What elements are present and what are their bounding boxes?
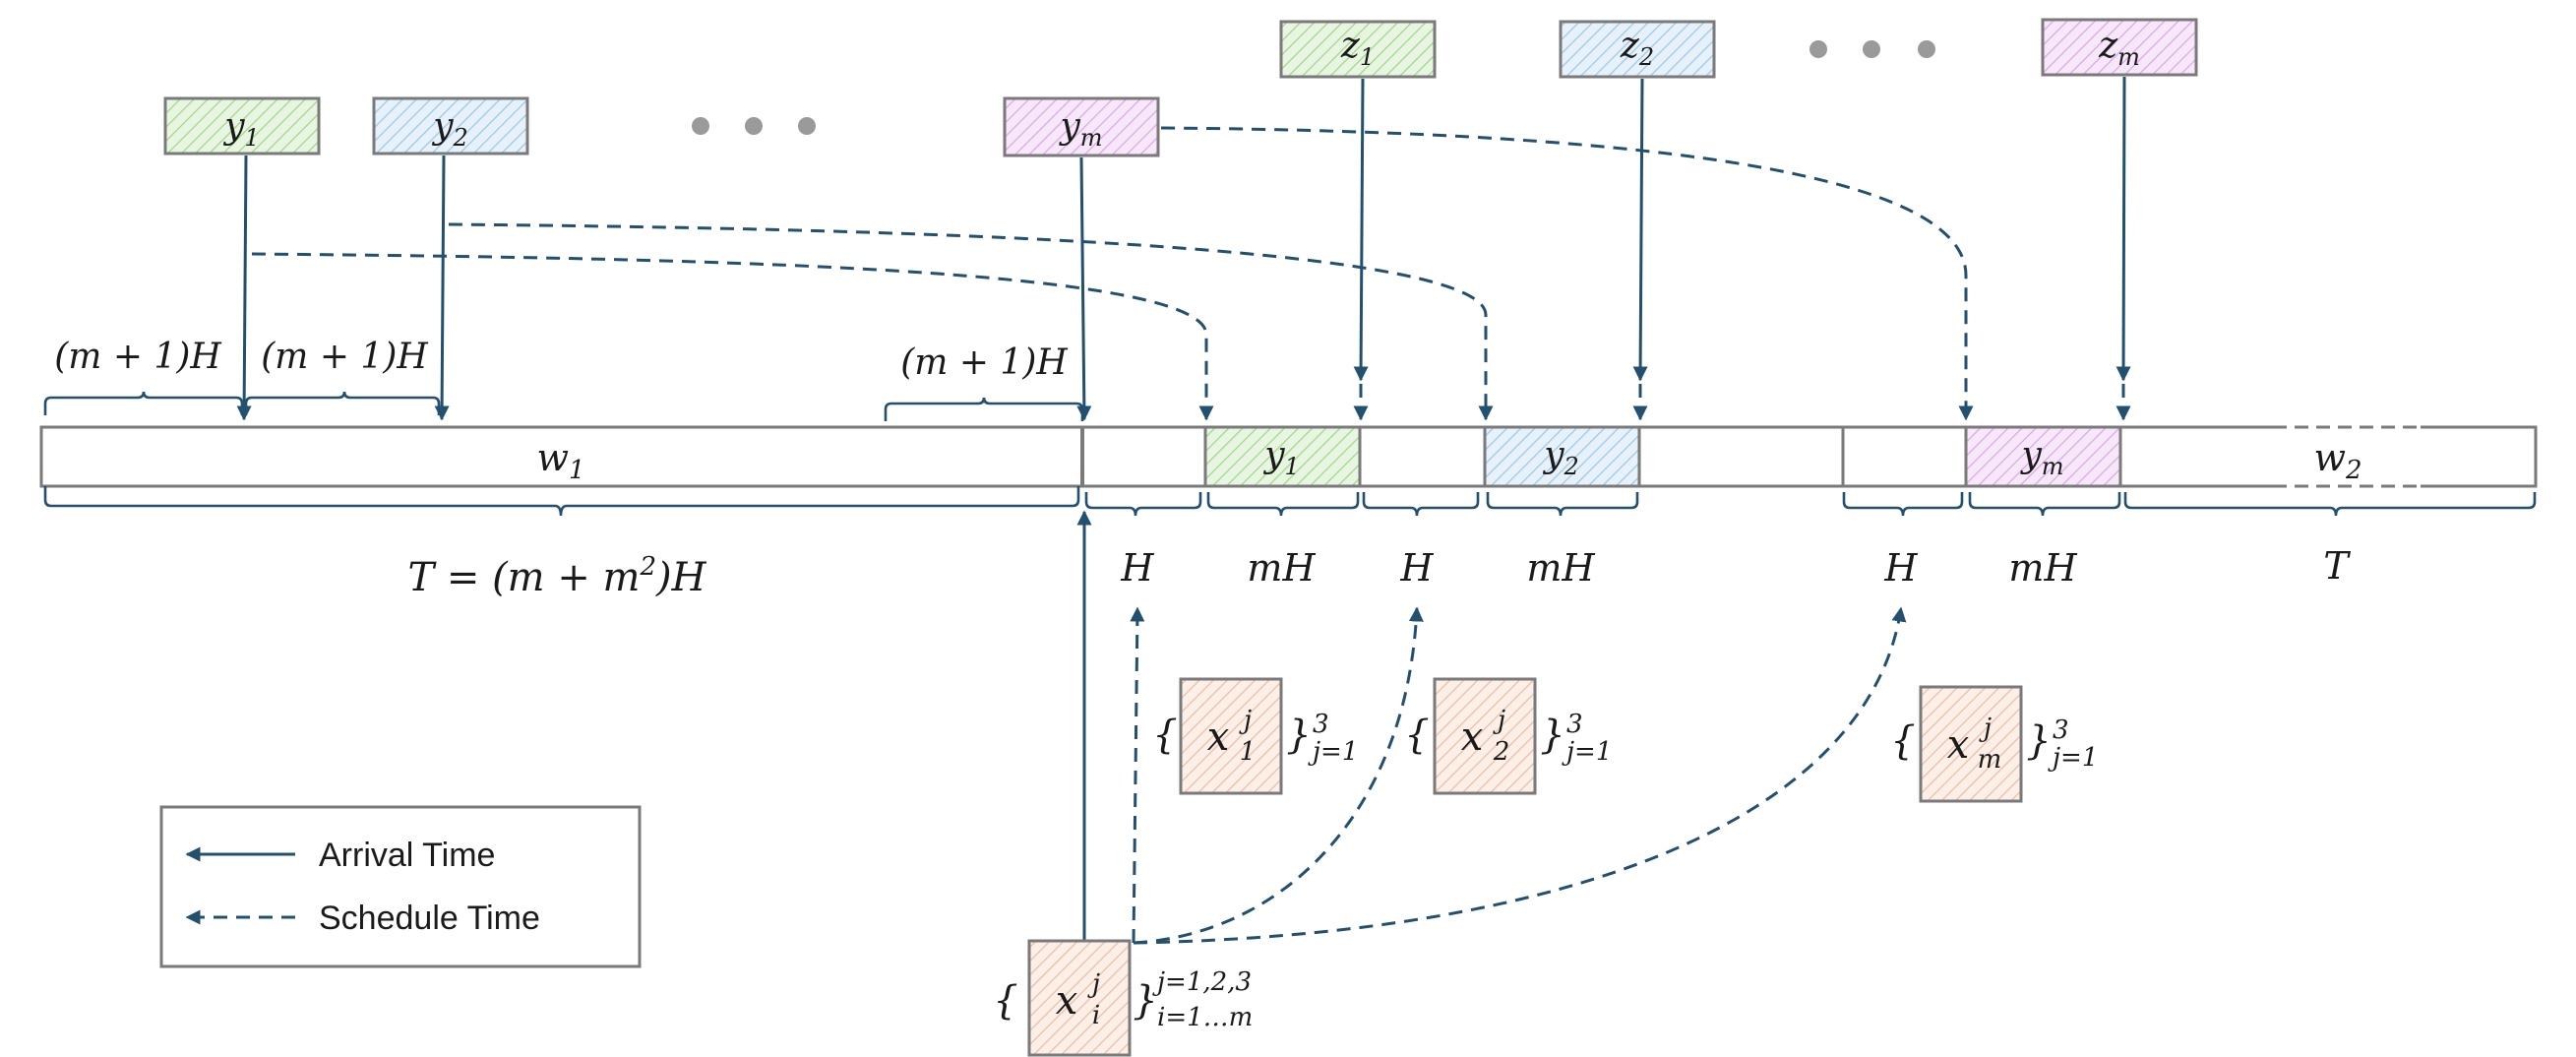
schedule-arrows	[251, 126, 2131, 945]
svg-text:x: x	[1207, 715, 1230, 760]
slot-y1	[1203, 425, 1362, 488]
legend-arrival-label: Arrival Time	[319, 837, 495, 874]
label-slot-ym: ym	[2019, 435, 2063, 480]
svg-text:z1: z1	[1340, 26, 1375, 71]
x-group-1: { x j 1 } 3 j=1	[1152, 677, 1358, 795]
svg-text:ym: ym	[1058, 106, 1102, 152]
svg-text:i: i	[1092, 1001, 1100, 1030]
timeline-bar	[39, 424, 2538, 489]
box-z1: z1	[1279, 20, 1437, 79]
label-slot-y1: y1	[1262, 435, 1300, 480]
svg-text:}: }	[2026, 718, 2051, 764]
box-y1: y1	[163, 96, 321, 155]
svg-text:2: 2	[1493, 737, 1510, 767]
label-w2: w2	[2313, 436, 2361, 485]
svg-text:{: {	[1152, 713, 1177, 758]
svg-text:j=1,2,3: j=1,2,3	[1152, 967, 1252, 997]
slot-ym	[1964, 425, 2122, 488]
svg-text:z2: z2	[1620, 26, 1654, 71]
gap-brace-3: (m + 1)H	[884, 342, 1084, 421]
svg-text:{: {	[1890, 718, 1915, 764]
label-H-1: H	[1120, 546, 1154, 590]
gap-label-2: (m + 1)H	[261, 337, 428, 377]
svg-text:{: {	[993, 978, 1017, 1024]
label-H-3: H	[1883, 546, 1918, 590]
svg-text:x: x	[1461, 715, 1484, 760]
gap-brace-2: (m + 1)H	[244, 337, 441, 415]
label-T-formula: T = (m + m2)H	[407, 552, 706, 600]
label-mH-2: mH	[1526, 546, 1595, 590]
gap-label-1: (m + 1)H	[54, 337, 221, 377]
ellipsis-dots-y	[692, 117, 816, 135]
svg-text:3: 3	[1313, 710, 1329, 739]
box-ym: ym	[1003, 96, 1160, 157]
label-mH-1: mH	[1247, 546, 1316, 590]
svg-text:zm: zm	[2098, 26, 2140, 71]
svg-text:j=1: j=1	[2048, 743, 2098, 773]
gap-label-3: (m + 1)H	[900, 342, 1068, 383]
svg-text:y1: y1	[222, 106, 260, 152]
svg-text:y2: y2	[431, 106, 468, 152]
label-slot-y2: y2	[1542, 435, 1579, 480]
svg-text:3: 3	[1566, 710, 1583, 739]
svg-text:i=1…m: i=1…m	[1157, 1003, 1253, 1032]
x-group-all: { x j i } j=1,2,3 i=1…m	[993, 939, 1253, 1057]
box-y2: y2	[372, 96, 529, 155]
x-group-2: { x j 2 } 3 j=1	[1404, 677, 1612, 795]
svg-text:j=1: j=1	[1308, 737, 1358, 767]
box-zm: zm	[2041, 18, 2198, 77]
svg-text:j=1: j=1	[1562, 737, 1612, 767]
label-H-2: H	[1399, 546, 1434, 590]
x-group-m: { x j m } 3 j=1	[1890, 685, 2098, 803]
arrival-arrows	[236, 76, 2131, 945]
svg-text:}: }	[1540, 713, 1564, 758]
svg-text:x: x	[1947, 722, 1970, 768]
slot-idle-m	[1841, 425, 1968, 488]
svg-text:x: x	[1056, 978, 1078, 1024]
slot-y2	[1483, 425, 1641, 488]
legend-schedule-label: Schedule Time	[319, 900, 540, 937]
label-mH-3: mH	[2008, 546, 2077, 590]
ellipsis-dots-z	[1809, 40, 1935, 58]
svg-text:3: 3	[2053, 715, 2069, 745]
label-T: T	[2323, 544, 2351, 588]
box-z2: z2	[1559, 20, 1716, 79]
svg-text:1: 1	[1240, 737, 1257, 767]
svg-text:m: m	[1978, 745, 2002, 775]
svg-text:}: }	[1286, 713, 1311, 758]
svg-text:{: {	[1404, 713, 1429, 758]
gap-brace-1: (m + 1)H	[43, 337, 244, 415]
legend: Arrival Time Schedule Time	[159, 805, 642, 968]
bottom-braces	[43, 486, 2537, 517]
svg-text:}: }	[1133, 978, 1157, 1024]
label-w1: w1	[536, 436, 584, 485]
